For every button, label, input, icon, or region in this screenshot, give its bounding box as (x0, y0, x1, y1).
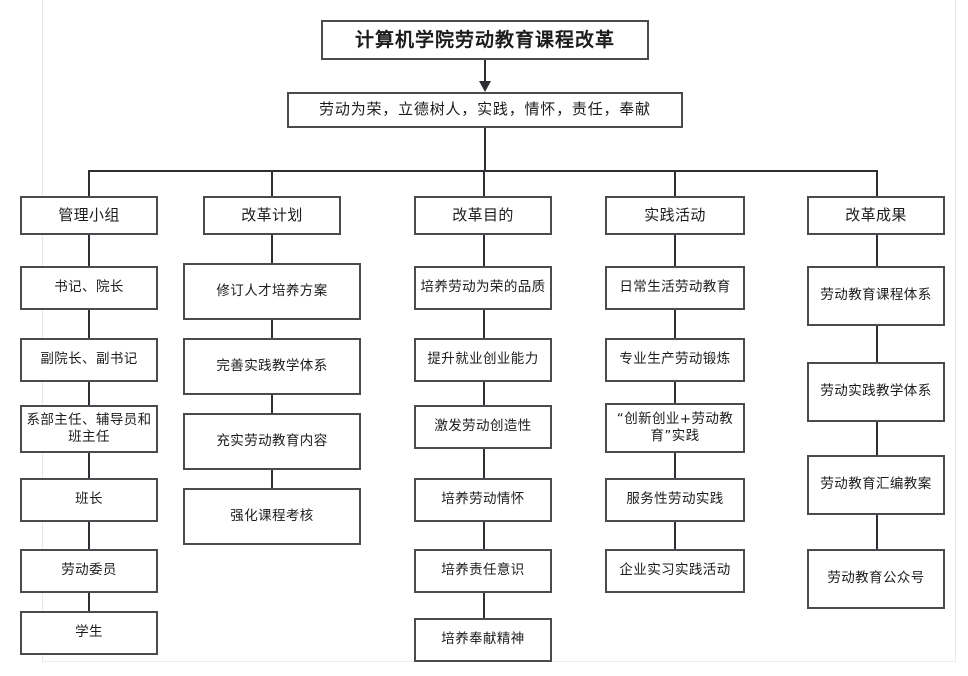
column-1-item-4: 班长 (20, 478, 158, 522)
connector-c4-2 (674, 382, 676, 403)
column-1-item-2: 副院长、副书记 (20, 338, 158, 382)
connector-c2-1 (271, 320, 273, 338)
column-1-head: 管理小组 (20, 196, 158, 235)
connector-c4-1 (674, 310, 676, 338)
connector-bus-to-column-3 (483, 170, 485, 196)
connector-bus-to-column-2 (271, 170, 273, 196)
connector-c2-0 (271, 235, 273, 263)
column-3-head: 改革目的 (414, 196, 552, 235)
connector-c3-1 (483, 310, 485, 338)
connector-c5-1 (876, 326, 878, 362)
connector-c3-3 (483, 449, 485, 478)
connector-c4-4 (674, 522, 676, 549)
column-5-head: 改革成果 (807, 196, 945, 235)
connector-c5-0 (876, 235, 878, 266)
connector-c2-3 (271, 470, 273, 488)
diagram-title: 计算机学院劳动教育课程改革 (321, 20, 649, 60)
connector-c1-1 (88, 310, 90, 338)
column-4-head: 实践活动 (605, 196, 745, 235)
column-2-item-3: 充实劳动教育内容 (183, 413, 361, 470)
connector-c3-2 (483, 382, 485, 405)
connector-c4-3 (674, 453, 676, 478)
column-2-item-4: 强化课程考核 (183, 488, 361, 545)
connector-c1-0 (88, 235, 90, 266)
column-1-item-5: 劳动委员 (20, 549, 158, 593)
connector-bus-to-column-5 (876, 170, 878, 196)
connector-bus-to-column-1 (88, 170, 90, 196)
column-4-item-1: 日常生活劳动教育 (605, 266, 745, 310)
column-3-item-2: 提升就业创业能力 (414, 338, 552, 382)
connector-c5-2 (876, 422, 878, 455)
column-3-item-3: 激发劳动创造性 (414, 405, 552, 449)
column-1-item-1: 书记、院长 (20, 266, 158, 310)
connector-c1-4 (88, 522, 90, 549)
connector-c1-3 (88, 453, 90, 478)
arrow-title-to-subtitle (479, 81, 491, 92)
column-2-head: 改革计划 (203, 196, 341, 235)
column-3-item-1: 培养劳动为荣的品质 (414, 266, 552, 310)
connector-c3-4 (483, 522, 485, 549)
column-5-item-4: 劳动教育公众号 (807, 549, 945, 609)
connector-c1-2 (88, 382, 90, 405)
connector-title-to-subtitle (484, 60, 486, 84)
connector-c2-2 (271, 395, 273, 413)
column-3-item-6: 培养奉献精神 (414, 618, 552, 662)
column-5-item-3: 劳动教育汇编教案 (807, 455, 945, 515)
column-2-item-1: 修订人才培养方案 (183, 263, 361, 320)
connector-bus-to-column-4 (674, 170, 676, 196)
column-1-item-6: 学生 (20, 611, 158, 655)
page-guide-right (955, 0, 956, 662)
page-guide-left (42, 0, 43, 662)
column-3-item-4: 培养劳动情怀 (414, 478, 552, 522)
connector-c1-5 (88, 593, 90, 611)
column-4-item-4: 服务性劳动实践 (605, 478, 745, 522)
connector-c5-3 (876, 515, 878, 549)
column-1-item-3: 系部主任、辅导员和班主任 (20, 405, 158, 453)
connector-c3-0 (483, 235, 485, 266)
column-4-item-3: “创新创业+劳动教育”实践 (605, 403, 745, 453)
column-4-item-2: 专业生产劳动锻炼 (605, 338, 745, 382)
connector-c3-5 (483, 593, 485, 618)
connector-c4-0 (674, 235, 676, 266)
column-5-item-1: 劳动教育课程体系 (807, 266, 945, 326)
column-2-item-2: 完善实践教学体系 (183, 338, 361, 395)
column-4-item-5: 企业实习实践活动 (605, 549, 745, 593)
column-5-item-2: 劳动实践教学体系 (807, 362, 945, 422)
column-3-item-5: 培养责任意识 (414, 549, 552, 593)
diagram-subtitle: 劳动为荣，立德树人，实践，情怀，责任，奉献 (287, 92, 683, 128)
connector-subtitle-to-bus (484, 128, 486, 171)
